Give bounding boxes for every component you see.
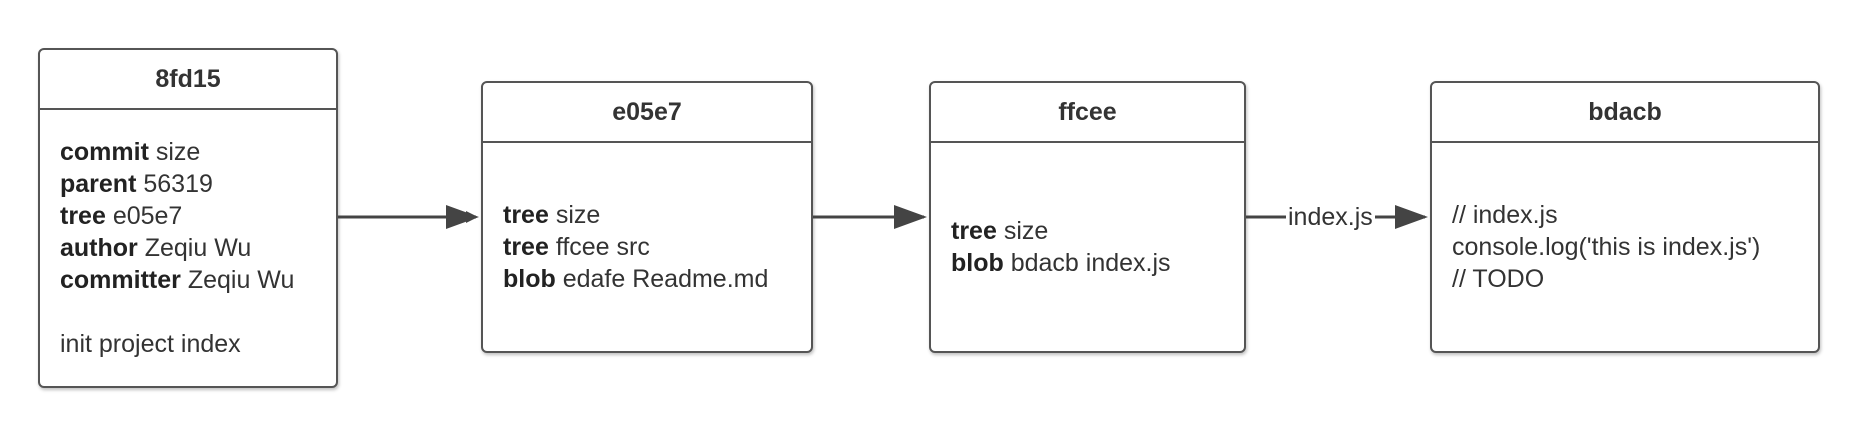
node-line: tree size — [951, 217, 1049, 245]
node-body: // index.js console.log('this is index.j… — [1432, 143, 1818, 351]
node-line: blob bdacb index.js — [951, 249, 1171, 277]
commit-node-8fd15: 8fd15 commit size parent 56319 tree e05e… — [38, 48, 338, 388]
node-title: 8fd15 — [40, 50, 336, 110]
node-line: init project index — [60, 330, 241, 358]
node-line: // TODO — [1452, 265, 1545, 293]
blob-node-bdacb: bdacb // index.js console.log('this is i… — [1430, 81, 1820, 353]
arrowhead-8fd15-e05e7 — [446, 205, 479, 229]
node-line: blob edafe Readme.md — [503, 265, 769, 293]
tree-node-ffcee: ffcee tree size blob bdacb index.js — [929, 81, 1246, 353]
arrowhead-e05e7-ffcee — [894, 205, 927, 229]
arrowhead-ffcee-bdacb — [1395, 205, 1428, 229]
node-line: author Zeqiu Wu — [60, 234, 252, 262]
node-line: console.log('this is index.js') — [1452, 233, 1761, 261]
node-line: tree e05e7 — [60, 202, 183, 230]
node-title: e05e7 — [483, 83, 811, 143]
node-body: tree size blob bdacb index.js — [931, 143, 1244, 351]
node-title: bdacb — [1432, 83, 1818, 143]
node-line: commit size — [60, 138, 201, 166]
node-line: committer Zeqiu Wu — [60, 266, 295, 294]
node-line: // index.js — [1452, 201, 1558, 229]
node-line: parent 56319 — [60, 170, 213, 198]
node-line: tree size — [503, 201, 601, 229]
tree-node-e05e7: e05e7 tree size tree ffcee src blob edaf… — [481, 81, 813, 353]
edge-label-index-js: index.js — [1286, 202, 1375, 232]
node-body: commit size parent 56319 tree e05e7 auth… — [40, 110, 336, 386]
node-title: ffcee — [931, 83, 1244, 143]
node-body: tree size tree ffcee src blob edafe Read… — [483, 143, 811, 351]
node-line: tree ffcee src — [503, 233, 650, 261]
